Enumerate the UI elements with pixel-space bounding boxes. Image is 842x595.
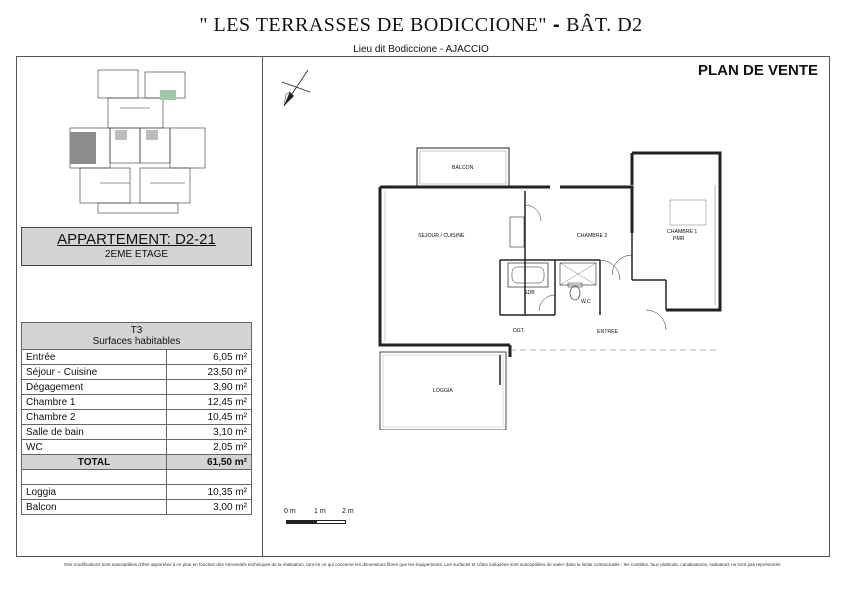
total-label: TOTAL bbox=[21, 454, 167, 470]
north-arrow-icon bbox=[281, 69, 311, 107]
room-label-entree: ENTREE bbox=[597, 329, 619, 335]
frame-top-line bbox=[16, 56, 830, 57]
room-label-wc: W.C bbox=[581, 299, 591, 305]
scale-label-two: 2 m bbox=[342, 508, 354, 515]
surface-label: WC bbox=[21, 439, 167, 455]
room-label-sdb: SDB bbox=[524, 290, 535, 296]
surfaces-header-row: T3 Surfaces habitables bbox=[21, 322, 252, 350]
surface-label: Dégagement bbox=[21, 379, 167, 395]
plan-label: PLAN DE VENTE bbox=[697, 62, 818, 79]
project-name: " LES TERRASSES DE BODICCIONE" bbox=[199, 14, 547, 36]
project-title: " LES TERRASSES DE BODICCIONE"-BÂT. D2 bbox=[0, 14, 842, 37]
key-plan-thumbnail bbox=[69, 69, 206, 214]
surface-label: Loggia bbox=[21, 484, 167, 500]
room-label-chambre1: CHAMBRE 1 bbox=[667, 229, 698, 235]
room-label-dgt: DGT. bbox=[513, 328, 525, 334]
total-value: 61,50 m² bbox=[166, 454, 252, 470]
scale-bar: 0 m 1 m 2 m bbox=[282, 508, 362, 532]
surface-value: 10,35 m² bbox=[166, 484, 252, 500]
floor-plan-drawing bbox=[378, 147, 722, 430]
surface-value: 12,45 m² bbox=[166, 394, 252, 410]
spacer-row bbox=[21, 469, 252, 485]
loggia-outline bbox=[379, 351, 507, 430]
building-name: BÂT. D2 bbox=[566, 14, 643, 36]
scale-bar-graphic bbox=[286, 520, 346, 524]
surfaces-header: T3 Surfaces habitables bbox=[21, 322, 252, 350]
project-location: Lieu dit Bodiccione - AJACCIO bbox=[353, 44, 489, 55]
apartment-floor: 2EME ETAGE bbox=[104, 249, 169, 260]
frame-divider-line bbox=[262, 56, 263, 556]
title-separator: - bbox=[553, 14, 561, 36]
surface-label: Balcon bbox=[21, 499, 167, 515]
highlighted-apartment-marker bbox=[70, 132, 96, 164]
surface-label: Chambre 2 bbox=[21, 409, 167, 425]
surface-value: 10,45 m² bbox=[166, 409, 252, 425]
frame-right-line bbox=[829, 56, 830, 556]
surface-label: Entrée bbox=[21, 349, 167, 365]
room-label-loggia: LOGGIA bbox=[433, 388, 453, 394]
apartment-box: APPARTEMENT: D2-21 2EME ETAGE bbox=[21, 227, 252, 266]
scale-label-one: 1 m bbox=[314, 508, 326, 515]
surface-label: Séjour - Cuisine bbox=[21, 364, 167, 380]
footer-disclaimer: Des modifications sont susceptibles d'êt… bbox=[64, 562, 782, 567]
room-label-pmr: PMR bbox=[673, 236, 685, 242]
surface-value: 23,50 m² bbox=[166, 364, 252, 380]
room-label-balcon: BALCON bbox=[452, 165, 474, 171]
surface-label: Chambre 1 bbox=[21, 394, 167, 410]
surface-value: 3,90 m² bbox=[166, 379, 252, 395]
surfaces-heading: Surfaces habitables bbox=[92, 336, 181, 347]
surface-label: Salle de bain bbox=[21, 424, 167, 440]
surface-value: 3,10 m² bbox=[166, 424, 252, 440]
surface-value: 6,05 m² bbox=[166, 349, 252, 365]
room-label-sejour: SEJOUR / CUISINE bbox=[418, 233, 465, 239]
surface-value: 3,00 m² bbox=[166, 499, 252, 515]
apartment-name: APPARTEMENT: D2-21 bbox=[57, 231, 216, 248]
apartment-type: T3 bbox=[130, 325, 143, 336]
surface-value: 2,05 m² bbox=[166, 439, 252, 455]
frame-bottom-line bbox=[16, 556, 830, 557]
room-label-chambre2: CHAMBRE 2 bbox=[577, 233, 608, 239]
scale-label-zero: 0 m bbox=[284, 508, 296, 515]
frame-left-line bbox=[16, 56, 17, 556]
